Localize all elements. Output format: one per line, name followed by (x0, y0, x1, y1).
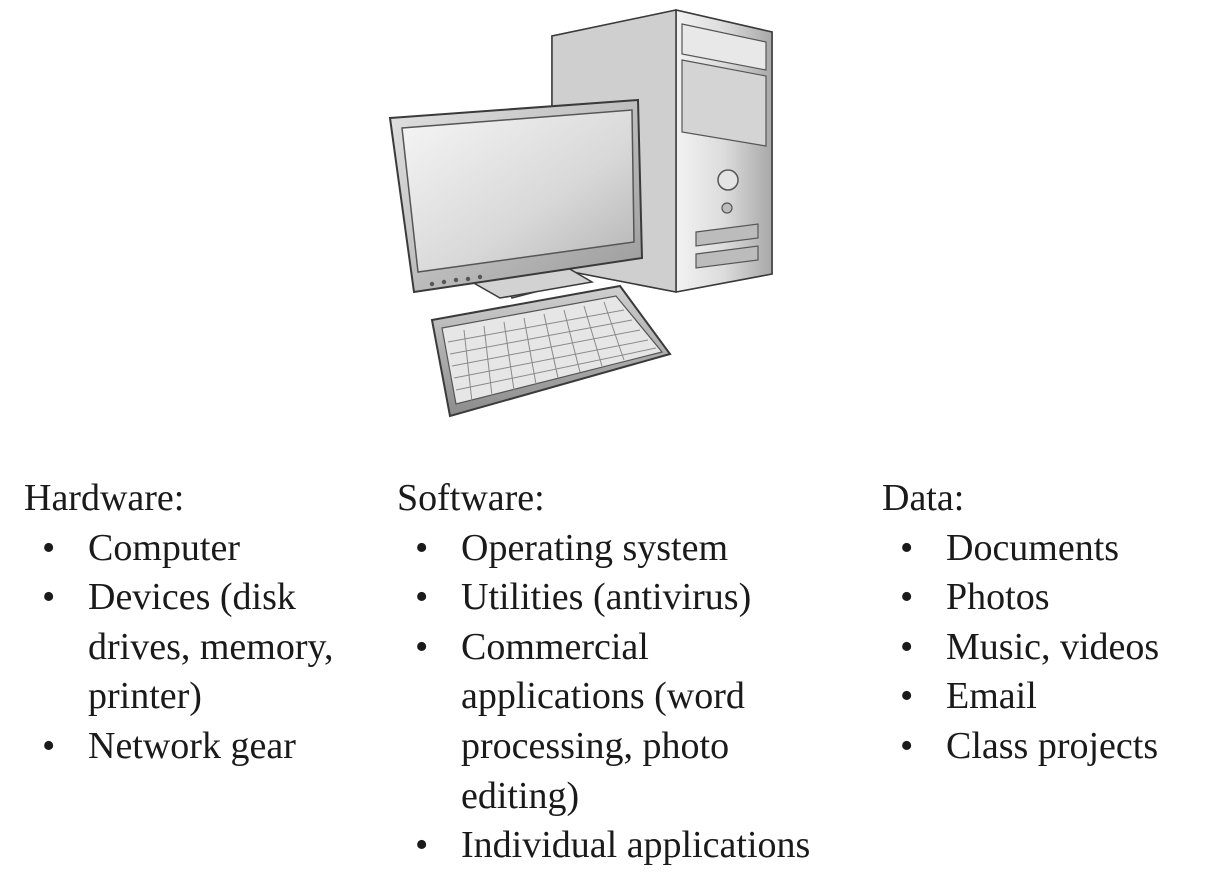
bullet: • (42, 576, 56, 619)
bullet: • (42, 526, 56, 569)
list-item-text: Computer (88, 526, 240, 569)
desktop-computer-icon (388, 9, 773, 418)
bullet: • (415, 625, 429, 668)
list-item-text: Photos (946, 576, 1050, 619)
software-column: Software: • Operating system • Utilities… (397, 474, 867, 871)
bullet: • (900, 576, 914, 619)
data-list: • Documents • Photos • Music, videos • E… (882, 524, 1212, 772)
list-item: • Network gear (24, 722, 384, 772)
list-item-text: Individual applications (461, 824, 811, 867)
list-item-text: Commercial applications (word processing… (461, 625, 745, 817)
list-item-text: Network gear (88, 724, 296, 767)
keyboard (430, 284, 672, 418)
bullet: • (900, 526, 914, 569)
list-item: • Computer (24, 524, 384, 574)
list-item-text: Class projects (946, 724, 1159, 767)
list-item: • Photos (882, 573, 1212, 623)
list-item: • Email (882, 672, 1212, 722)
bullet: • (900, 675, 914, 718)
list-item-text: Operating system (461, 526, 729, 569)
hardware-heading: Hardware: (24, 477, 185, 519)
list-item: • Devices (disk drives, memory, printer) (24, 573, 384, 722)
list-item-text: Documents (946, 526, 1120, 569)
software-heading: Software: (397, 477, 545, 519)
list-item: • Documents (882, 524, 1212, 574)
bullet: • (415, 824, 429, 867)
hardware-list: • Computer • Devices (disk drives, memor… (24, 524, 384, 772)
list-item: • Operating system (397, 524, 867, 574)
monitor (388, 98, 644, 294)
data-column: Data: • Documents • Photos • Music, vide… (882, 474, 1212, 772)
bullet: • (42, 724, 56, 767)
desktop-computer-illustration (380, 6, 780, 426)
bullet: • (415, 576, 429, 619)
list-item-text: Utilities (antivirus) (461, 576, 752, 619)
list-item-text: Music, videos (946, 625, 1160, 668)
list-item: • Individual applications (397, 821, 867, 871)
bullet: • (415, 526, 429, 569)
list-item-text: Devices (disk drives, memory, printer) (88, 576, 334, 718)
hardware-column: Hardware: • Computer • Devices (disk dri… (24, 474, 384, 772)
software-list: • Operating system • Utilities (antiviru… (397, 524, 867, 871)
list-item: • Utilities (antivirus) (397, 573, 867, 623)
data-heading: Data: (882, 477, 965, 519)
list-item: • Music, videos (882, 623, 1212, 673)
list-item: • Commercial applications (word processi… (397, 623, 791, 821)
list-item: • Class projects (882, 722, 1212, 772)
bullet: • (900, 724, 914, 767)
list-item-text: Email (946, 675, 1037, 718)
bullet: • (900, 625, 914, 668)
